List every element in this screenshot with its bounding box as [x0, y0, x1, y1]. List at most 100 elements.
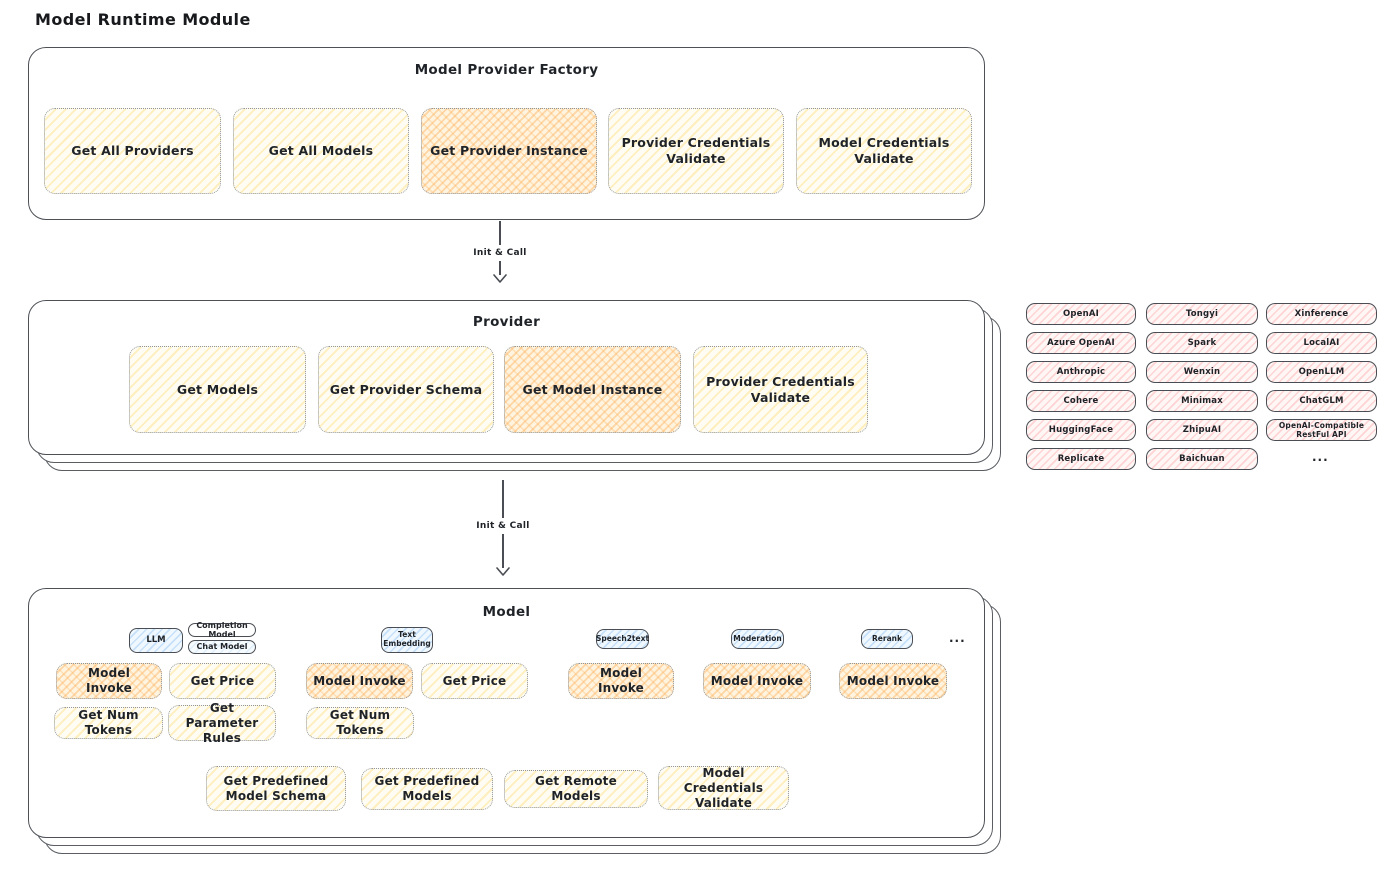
arrow-line: [502, 534, 504, 568]
pill-label: Minimax: [1181, 396, 1223, 406]
node-get-predefined-model-schema: Get Predefined Model Schema: [206, 766, 346, 811]
pill-label: Xinference: [1294, 309, 1349, 319]
provider-pill-azure-openai: Azure OpenAI: [1026, 332, 1136, 354]
arrow-label: Init & Call: [476, 521, 530, 531]
arrowhead-icon: [493, 274, 507, 283]
node-label: Provider Credentials Validate: [706, 373, 855, 405]
tag-label: Moderation: [733, 633, 782, 643]
arrow-init-call-top: Init & Call: [440, 221, 560, 295]
pill-label: Azure OpenAI: [1047, 338, 1115, 348]
pill-label: ChatGLM: [1299, 396, 1344, 406]
node-provider-credentials-validate: Provider Credentials Validate: [608, 108, 784, 194]
node-llm-get-price: Get Price: [169, 663, 276, 699]
pill-label: Replicate: [1057, 454, 1105, 464]
providers-more-ellipsis: ...: [1312, 450, 1329, 464]
node-model-credentials-validate-2: Model Credentials Validate: [658, 766, 789, 810]
node-label: Get All Providers: [71, 143, 194, 159]
model-title: Model: [482, 604, 531, 620]
tag-chat-model: Chat Model: [188, 640, 256, 654]
node-label: Get Parameter Rules: [185, 700, 259, 745]
arrow-init-call-bottom: Init & Call: [443, 480, 563, 584]
tag-label: Chat Model: [196, 642, 248, 652]
provider-pill-spark: Spark: [1146, 332, 1258, 354]
pill-label: OpenAI: [1062, 309, 1100, 319]
pill-label: Baichuan: [1179, 454, 1225, 464]
node-embedding-get-num-tokens: Get Num Tokens: [306, 707, 414, 739]
pill-label: Cohere: [1063, 396, 1099, 406]
node-embedding-model-invoke: Model Invoke: [306, 663, 413, 699]
node-label: Get Predefined Model Schema: [223, 773, 329, 803]
node-speech2text-model-invoke: Model Invoke: [568, 663, 674, 699]
tag-text-embedding: Text Embedding: [381, 627, 433, 653]
pill-label: OpenLLM: [1298, 367, 1345, 377]
page-title: Model Runtime Module: [35, 10, 251, 29]
arrow-line: [499, 221, 501, 245]
provider-pill-openllm: OpenLLM: [1266, 361, 1377, 383]
provider-pill-zhipuai: ZhipuAI: [1146, 419, 1258, 441]
tag-label: LLM: [146, 634, 166, 645]
provider-pill-baichuan: Baichuan: [1146, 448, 1258, 470]
node-label: Model Credentials Validate: [683, 765, 764, 810]
provider-pill-tongyi: Tongyi: [1146, 303, 1258, 325]
pill-label: HuggingFace: [1048, 425, 1114, 435]
node-get-models: Get Models: [129, 346, 306, 433]
arrow-label: Init & Call: [473, 248, 527, 258]
node-get-provider-schema: Get Provider Schema: [318, 346, 494, 433]
node-label: Get Price: [190, 673, 255, 688]
node-get-all-models: Get All Models: [233, 108, 409, 194]
factory-title: Model Provider Factory: [414, 62, 599, 78]
tag-label: Rerank: [872, 633, 902, 643]
pill-label: Anthropic: [1056, 367, 1106, 377]
provider-pill-huggingface: HuggingFace: [1026, 419, 1136, 441]
node-embedding-get-price: Get Price: [421, 663, 528, 699]
node-get-predefined-models: Get Predefined Models: [361, 768, 493, 810]
arrow-line: [499, 261, 501, 275]
factory-box: Model Provider Factory Get All Providers…: [28, 47, 985, 220]
node-rerank-model-invoke: Model Invoke: [839, 663, 947, 699]
node-label: Model Credentials Validate: [818, 135, 950, 166]
node-label: Get Provider Instance: [430, 143, 588, 159]
provider-pill-openai-compatible: OpenAI-Compatible RestFul API: [1266, 419, 1377, 441]
node-label: Get Model Instance: [522, 381, 663, 397]
tag-llm: LLM: [129, 628, 183, 653]
arrowhead-icon: [496, 567, 510, 576]
node-llm-get-parameter-rules: Get Parameter Rules: [168, 701, 276, 745]
pill-label: LocalAI: [1303, 338, 1340, 348]
model-box: Model LLM Completion Model Chat Model Te…: [28, 588, 1001, 854]
pill-label: OpenAI-Compatible RestFul API: [1278, 421, 1365, 439]
node-get-remote-models: Get Remote Models: [504, 770, 648, 808]
provider-title: Provider: [472, 314, 541, 330]
provider-box-frame: Provider Get Models Get Provider Schema …: [28, 300, 985, 455]
node-label: Model Invoke: [710, 673, 804, 688]
pill-label: ZhipuAI: [1182, 425, 1222, 435]
node-moderation-model-invoke: Model Invoke: [703, 663, 811, 699]
tag-rerank: Rerank: [861, 629, 913, 649]
tag-label: Text Embedding: [383, 630, 431, 648]
node-get-model-instance: Get Model Instance: [504, 346, 681, 433]
node-label: Get Price: [442, 673, 507, 688]
node-llm-get-num-tokens: Get Num Tokens: [54, 707, 163, 739]
node-label: Get Models: [176, 381, 259, 397]
model-box-frame: Model LLM Completion Model Chat Model Te…: [28, 588, 985, 838]
node-provider-credentials-validate-2: Provider Credentials Validate: [693, 346, 868, 433]
provider-pill-chatglm: ChatGLM: [1266, 390, 1377, 412]
provider-pill-wenxin: Wenxin: [1146, 361, 1258, 383]
provider-pill-xinference: Xinference: [1266, 303, 1377, 325]
provider-pill-localai: LocalAI: [1266, 332, 1377, 354]
node-model-credentials-validate: Model Credentials Validate: [796, 108, 972, 194]
node-label: Provider Credentials Validate: [621, 135, 771, 166]
provider-pill-anthropic: Anthropic: [1026, 361, 1136, 383]
node-get-all-providers: Get All Providers: [44, 108, 221, 194]
node-llm-model-invoke: Model Invoke: [56, 663, 162, 699]
tag-moderation: Moderation: [731, 629, 784, 649]
node-label: Get Predefined Models: [374, 774, 480, 803]
provider-box: Provider Get Models Get Provider Schema …: [28, 300, 1001, 471]
tags-more-ellipsis: ...: [949, 631, 966, 645]
node-get-provider-instance: Get Provider Instance: [421, 108, 597, 194]
pill-label: Spark: [1187, 338, 1217, 348]
tag-label: Completion Model: [196, 620, 248, 639]
tag-label: Speech2text: [595, 633, 650, 643]
node-label: Get Remote Models: [535, 774, 617, 803]
arrow-line: [502, 480, 504, 518]
